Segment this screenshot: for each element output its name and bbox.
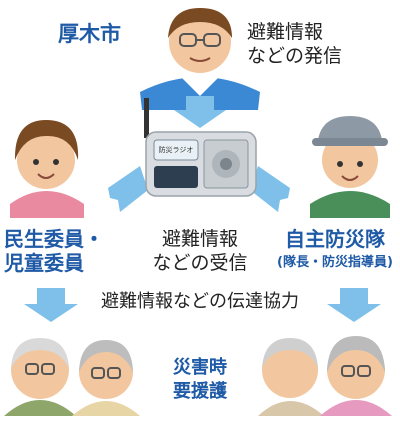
- sender-line-2: などの発信: [247, 45, 343, 67]
- target-label: 災害時 要援護: [154, 356, 246, 404]
- receive-text: 避難情報 などの受信: [138, 227, 262, 275]
- cooperation-text: 避難情報などの伝達協力: [101, 291, 299, 312]
- voluntary-label: 自主防災隊 (隊長・防災指導員): [273, 227, 397, 275]
- city-official-figure: [140, 8, 260, 110]
- voluntary-label-line-1: 自主防災隊: [285, 227, 385, 251]
- arrow-down-left: [24, 288, 78, 322]
- target-label-line-2: 要援護: [173, 381, 227, 402]
- welfare-label-line-1: 民生委員・: [4, 227, 104, 251]
- elderly-pair-right: [258, 336, 392, 416]
- welfare-label-line-2: 児童委員: [4, 251, 84, 275]
- target-label-line-1: 災害時: [173, 357, 227, 378]
- radio-label: 防災ラジオ: [159, 145, 194, 154]
- disaster-radio-figure: [144, 98, 257, 197]
- disaster-leader-figure: [310, 116, 390, 218]
- welfare-commissioner-figure: [10, 120, 84, 218]
- receive-line-1: 避難情報: [161, 228, 238, 250]
- sender-line-1: 避難情報: [247, 21, 324, 43]
- arrow-right: [250, 166, 290, 212]
- arrow-down-top: [174, 96, 226, 128]
- arrow-down-right: [327, 288, 381, 322]
- voluntary-label-line-2: (隊長・防災指導員): [277, 255, 393, 270]
- city-title: 厚木市: [58, 22, 121, 46]
- arrow-left: [108, 166, 148, 212]
- elderly-pair-left: [4, 338, 140, 416]
- sender-text: 避難情報 などの発信: [247, 20, 342, 68]
- welfare-label: 民生委員・ 児童委員: [4, 227, 104, 275]
- receive-line-2: などの受信: [152, 252, 248, 274]
